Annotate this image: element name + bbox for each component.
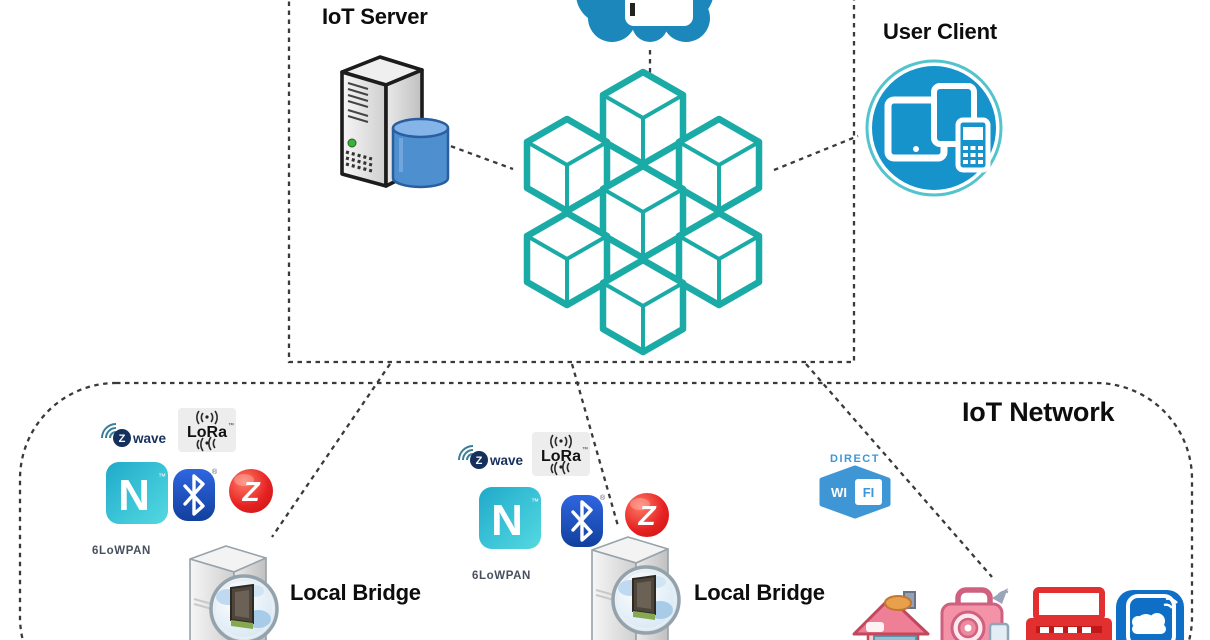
user-client-label: User Client [883,19,997,44]
block-cube-icon [679,119,759,211]
connector-blockchain-bridge1 [271,363,391,538]
connector-blockchain-bridge2 [570,363,620,527]
block-cube-icon [527,213,607,305]
nfc-icon [106,462,168,524]
smart-home-icon [852,591,930,640]
svg-text:WI: WI [831,485,847,500]
phone-icon [955,117,991,173]
block-cube-icon [603,260,683,352]
block-cube-icon [679,213,759,305]
user-client-icon [865,59,1003,197]
block-cube-icon [527,119,607,211]
zwave-icon [101,423,168,448]
connector-blockchain-devices [805,363,993,578]
svg-text:DIRECT: DIRECT [830,453,880,465]
iot-server-icon [340,55,450,189]
zigbee-icon [229,469,273,513]
wifi-direct-icon: DIRECT WI FI [819,453,891,519]
local-bridge-label: Local Bridge [290,580,421,605]
local-bridge-icon [188,544,279,640]
cloud-app-icon [1116,590,1184,640]
connector-blockchain-client [773,134,859,172]
iot-network-zone-border [18,381,1194,640]
block-cube-icon [603,72,683,164]
sixlowpan-label: 6LoWPAN [472,570,531,582]
lora-icon [531,431,591,477]
blockchain-zone-border [287,0,856,364]
camera-device-icon [940,587,1010,640]
cloud-icon [576,0,713,42]
zigbee-icon [625,493,669,537]
local-bridge-icon [590,535,681,640]
block-cube-icon [603,166,683,258]
blockchain-network-icon [527,72,759,352]
printer-device-icon [1026,587,1112,640]
local-bridge-label: Local Bridge [694,580,825,605]
bluetooth-icon [171,466,220,523]
zwave-icon [458,445,525,470]
iot-server-label: IoT Server [322,4,428,29]
bluetooth-icon [559,492,608,549]
lora-icon [177,407,237,453]
svg-text:FI: FI [863,485,875,500]
database-icon [391,117,450,189]
iot-network-label: IoT Network [962,397,1115,427]
nfc-icon [479,487,541,549]
sixlowpan-label: 6LoWPAN [92,545,151,557]
